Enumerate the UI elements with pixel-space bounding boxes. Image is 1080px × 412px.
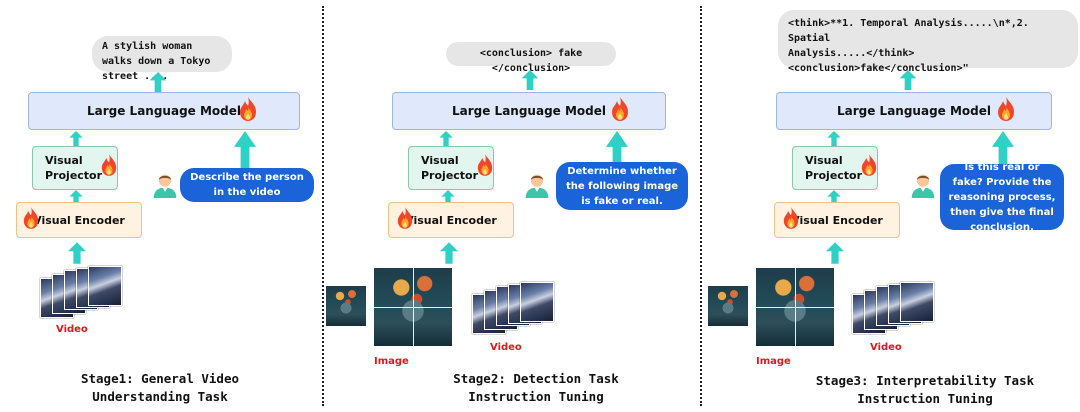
- stage2-prompt-bubble: Determine whether the following image is…: [556, 162, 688, 210]
- stage2-encoder-box: Visual Encoder: [388, 202, 514, 238]
- stage2-output-bubble: <conclusion> fake </conclusion>: [446, 42, 616, 74]
- caption-line: Stage3: Interpretability Task: [815, 373, 1035, 388]
- stage2-caption: Stage2: Detection Task Instruction Tunin…: [416, 370, 656, 406]
- projector-label-line: Visual: [805, 154, 843, 167]
- stage3-video-frames: [852, 282, 942, 338]
- flame-icon: [996, 96, 1016, 122]
- up-arrow-icon: [826, 240, 844, 266]
- stage2-projector-box: Visual Projector: [408, 146, 494, 190]
- output-line: <conclusion>fake</conclusion>": [788, 63, 969, 74]
- stage2-image-label: Image: [374, 356, 409, 367]
- flame-icon: [860, 153, 878, 177]
- person-icon: [910, 172, 936, 198]
- flame-icon: [610, 96, 630, 122]
- person-icon: [152, 172, 178, 198]
- person-icon: [524, 172, 550, 198]
- caption-line: Instruction Tuning: [468, 389, 604, 404]
- up-arrow-icon: [520, 70, 540, 90]
- projector-label-line: Visual: [421, 154, 459, 167]
- caption-line: Understanding Task: [92, 389, 228, 404]
- output-line: <think>**1. Temporal Analysis.....\n*,2.…: [788, 18, 1029, 44]
- stage3-video-label: Video: [870, 342, 902, 353]
- flame-icon: [396, 206, 414, 230]
- up-arrow-icon: [68, 240, 86, 266]
- stage1-prompt-bubble: Describe the person in the video: [180, 168, 314, 202]
- up-arrow-icon: [898, 70, 918, 90]
- up-arrow-icon: [148, 72, 168, 92]
- flame-icon: [782, 206, 800, 230]
- stage1-video-label: Video: [56, 324, 88, 335]
- stage1-caption: Stage1: General Video Understanding Task: [40, 370, 280, 406]
- stage1-output-bubble: A stylish woman walks down a Tokyo stree…: [92, 36, 232, 82]
- stage-divider-1: [322, 6, 324, 406]
- stage-divider-2: [700, 6, 702, 406]
- projector-label-line: Projector: [45, 169, 103, 182]
- caption-line: Stage2: Detection Task: [453, 371, 619, 386]
- stage2-video-label: Video: [490, 342, 522, 353]
- caption-line: Instruction Tuning: [857, 391, 993, 406]
- stage3-caption: Stage3: Interpretability Task Instructio…: [780, 372, 1070, 408]
- stage3-image-label: Image: [756, 356, 791, 367]
- stage3-prompt-bubble: Is this real or fake? Provide the reason…: [940, 162, 1064, 233]
- up-arrow-icon: [826, 131, 842, 147]
- flame-icon: [100, 153, 118, 177]
- stage3-output-bubble: <think>**1. Temporal Analysis.....\n*,2.…: [778, 10, 1078, 74]
- projector-label-line: Projector: [805, 169, 863, 182]
- stage2-video-frames: [472, 282, 562, 338]
- stage3-small-image: [708, 286, 748, 326]
- flame-icon: [238, 96, 258, 122]
- up-arrow-icon: [438, 131, 454, 147]
- up-arrow-icon: [68, 131, 84, 147]
- flame-icon: [476, 153, 494, 177]
- stage2-small-image: [326, 286, 366, 326]
- output-line: Analysis.....</think>: [788, 48, 915, 59]
- up-arrow-icon: [234, 131, 256, 169]
- stage1-encoder-box: Visual Encoder: [16, 202, 142, 238]
- caption-line: Stage1: General Video: [80, 371, 240, 386]
- stage1-video-frames: [40, 266, 130, 322]
- projector-label-line: Visual: [45, 154, 83, 167]
- projector-label-line: Projector: [421, 169, 479, 182]
- up-arrow-icon: [440, 240, 458, 266]
- stage1-llm-box: Large Language Model: [28, 92, 300, 130]
- flame-icon: [22, 206, 40, 230]
